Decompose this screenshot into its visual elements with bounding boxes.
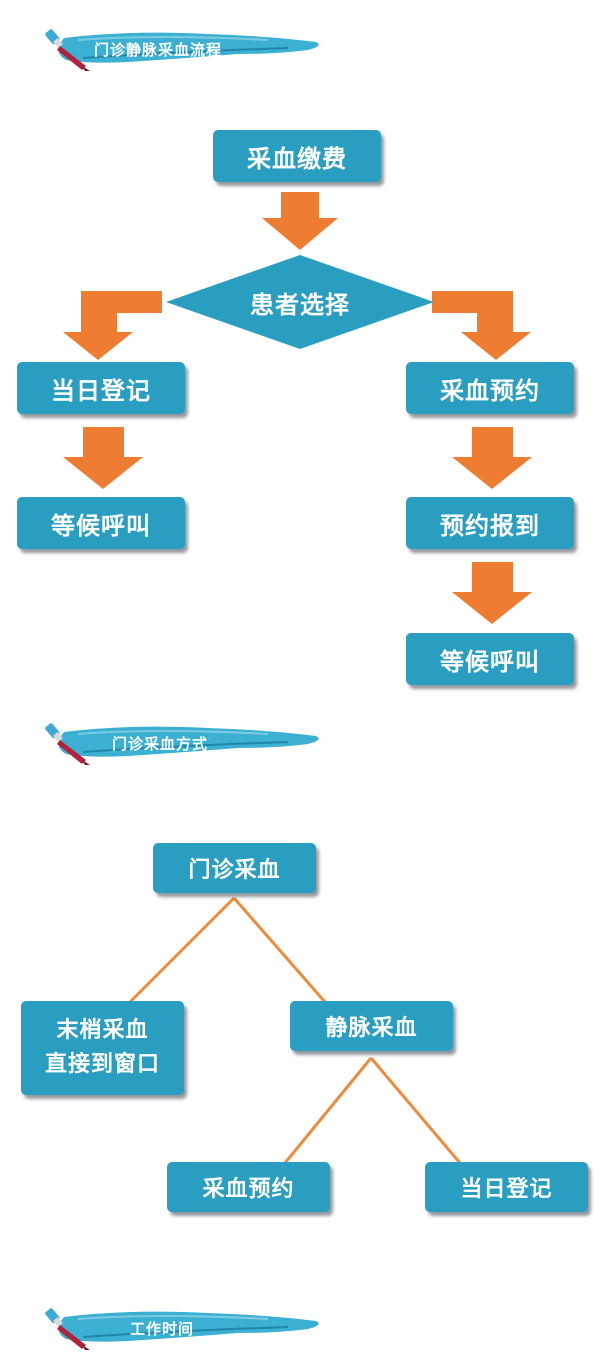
choice-label: 患者选择 — [250, 290, 350, 319]
line-root-venous — [232, 897, 327, 1003]
outpatient-blood-box: 门诊采血 — [153, 843, 316, 893]
line-venous-sameday — [369, 1057, 462, 1164]
line-venous-appointment — [283, 1057, 373, 1164]
brush-stroke-banner — [58, 726, 319, 757]
paintbrush-icon — [45, 29, 90, 71]
down-arrow-right-1 — [452, 427, 532, 489]
section-header-process: 门诊静脉采血流程 — [38, 24, 328, 72]
brush-stroke-banner — [58, 32, 319, 63]
pay-box: 采血缴费 — [213, 130, 381, 182]
right-wait-box: 等候呼叫 — [406, 633, 574, 685]
down-arrow-1 — [262, 192, 338, 250]
section-title: 门诊采血方式 — [112, 735, 209, 753]
down-arrow-left — [63, 427, 143, 489]
section-header-hours: 工作时间 — [38, 1303, 328, 1351]
sameday-register-box: 当日登记 — [17, 362, 185, 414]
left-wait-box: 等候呼叫 — [17, 497, 185, 549]
venous-sameday-box: 当日登记 — [425, 1162, 588, 1212]
paintbrush-icon — [45, 723, 90, 765]
venous-box: 静脉采血 — [290, 1001, 453, 1051]
line-root-peripheral — [128, 896, 236, 1004]
peripheral-box: 末梢采血 直接到窗口 — [21, 1001, 184, 1095]
decision-diamond — [166, 255, 434, 349]
bent-arrow-right — [432, 291, 531, 360]
venous-appointment-box: 采血预约 — [167, 1162, 330, 1212]
section-header-methods: 门诊采血方式 — [38, 718, 328, 766]
peripheral-line1: 末梢采血 — [56, 1018, 149, 1043]
down-arrow-right-2 — [452, 562, 532, 624]
peripheral-line2: 直接到窗口 — [44, 1052, 160, 1077]
brush-stroke-banner — [58, 1311, 319, 1342]
section-title: 门诊静脉采血流程 — [94, 41, 223, 59]
flow-arrows — [63, 192, 532, 624]
appointment-box: 采血预约 — [406, 362, 574, 414]
paintbrush-icon — [45, 1308, 90, 1350]
checkin-box: 预约报到 — [406, 497, 574, 549]
bent-arrow-left — [63, 291, 162, 360]
section-title: 工作时间 — [130, 1320, 195, 1338]
